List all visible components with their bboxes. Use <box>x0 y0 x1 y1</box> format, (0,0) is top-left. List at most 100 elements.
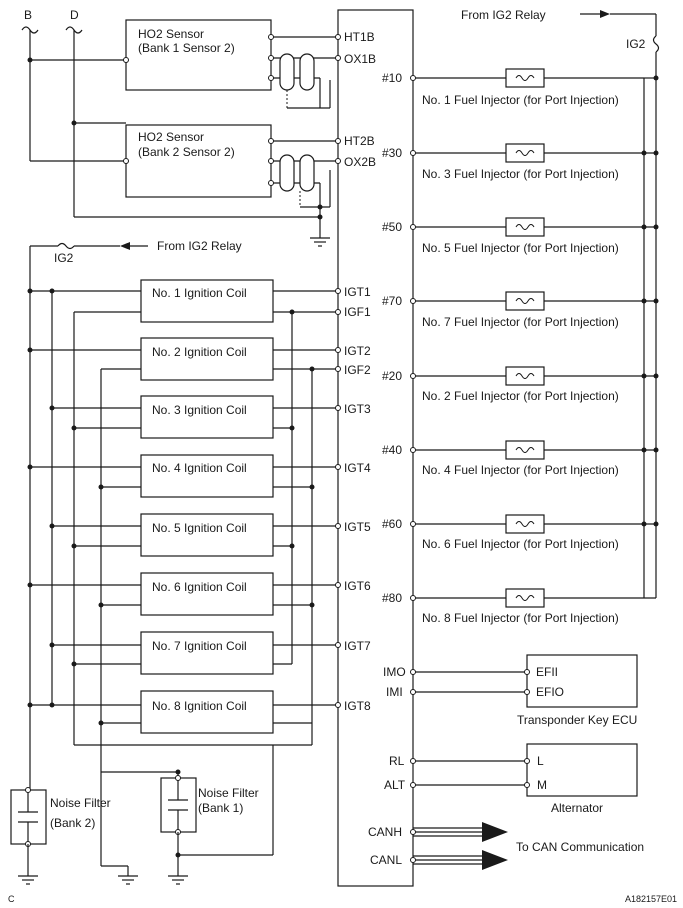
pin-ox1b: OX1B <box>344 52 376 66</box>
ignition-coil-7 <box>49 631 338 675</box>
pin-igt1: IGT1 <box>344 285 371 299</box>
label-d: D <box>70 8 79 22</box>
transponder-title: Transponder Key ECU <box>517 713 637 727</box>
ignition-coil-5 <box>49 513 338 557</box>
coil-label-7: No. 7 Ignition Coil <box>152 639 247 653</box>
pin-inj-40: #40 <box>382 443 402 457</box>
ignition-coil-8 <box>27 690 338 734</box>
pin-inj-10: #10 <box>382 71 402 85</box>
alternator-pin-l: L <box>537 754 544 768</box>
pin-imi: IMI <box>386 685 403 699</box>
junction-dot <box>175 852 181 858</box>
ignition-coil-1 <box>27 279 338 323</box>
ho2-sensor-bank1-title: HO2 Sensor <box>138 27 204 41</box>
injector-row-4 <box>413 440 659 460</box>
injector-label-4: No. 4 Fuel Injector (for Port Injection) <box>422 463 619 477</box>
injector-row-5 <box>413 217 659 237</box>
ho2-sensor-bank2-sub: (Bank 2 Sensor 2) <box>138 145 235 159</box>
junction-dot <box>317 204 323 210</box>
pin-inj-20: #20 <box>382 369 402 383</box>
pin-ht1b: HT1B <box>344 30 375 44</box>
arrow-right-icon <box>600 10 610 18</box>
can-l-bus <box>413 850 508 870</box>
transponder-pin-efio: EFIO <box>536 685 564 699</box>
injector-label-8: No. 8 Fuel Injector (for Port Injection) <box>422 611 619 625</box>
coil-label-5: No. 5 Ignition Coil <box>152 521 247 535</box>
pin-rl: RL <box>389 754 405 768</box>
shield-left <box>279 53 295 91</box>
label-b: B <box>24 8 32 22</box>
coil-label-2: No. 2 Ignition Coil <box>152 345 247 359</box>
ignition-coil-3 <box>49 395 338 439</box>
coil-label-8: No. 8 Ignition Coil <box>152 699 247 713</box>
injector-label-5: No. 5 Fuel Injector (for Port Injection) <box>422 241 619 255</box>
ho2-sensor-bank1-sub: (Bank 1 Sensor 2) <box>138 41 235 55</box>
pin-inj-70: #70 <box>382 294 402 308</box>
fuse-ig2-right <box>652 35 660 53</box>
coil-label-1: No. 1 Ignition Coil <box>152 286 247 300</box>
pin-igt4: IGT4 <box>344 461 371 475</box>
ecu-pin-markers <box>123 34 530 863</box>
ignition-coil-4 <box>27 454 338 498</box>
footer-left: C <box>8 894 15 904</box>
pin-inj-60: #60 <box>382 517 402 531</box>
footer-right: A182157E01 <box>625 894 677 904</box>
ho2-sensor-bank1 <box>125 19 272 91</box>
fuse-ig2-left <box>57 242 75 250</box>
injector-label-7: No. 7 Fuel Injector (for Port Injection) <box>422 315 619 329</box>
pin-canh: CANH <box>368 825 402 839</box>
ground-symbol <box>168 875 188 885</box>
coil-label-4: No. 4 Ignition Coil <box>152 461 247 475</box>
injector-label-3: No. 3 Fuel Injector (for Port Injection) <box>422 167 619 181</box>
injector-row-8 <box>413 588 656 608</box>
from-ig2-relay-right: From IG2 Relay <box>461 8 546 22</box>
can-h-bus <box>413 822 508 842</box>
alternator-title: Alternator <box>551 801 603 815</box>
pin-igt6: IGT6 <box>344 579 371 593</box>
noise-filter-bank1-sub: (Bank 1) <box>198 801 243 815</box>
transponder-pin-efii: EFII <box>536 665 558 679</box>
noise-filter-bank2-sub: (Bank 2) <box>50 816 95 830</box>
can-label: To CAN Communication <box>516 840 644 854</box>
injector-row-3 <box>413 143 659 163</box>
injector-row-7 <box>413 291 659 311</box>
pin-alt: ALT <box>384 778 406 792</box>
shield-right <box>299 53 315 91</box>
ground-symbol <box>101 865 138 885</box>
pin-igt2: IGT2 <box>344 344 371 358</box>
ho2-sensor-bank2 <box>125 124 272 198</box>
arrow-left-icon <box>120 242 130 250</box>
alternator <box>526 743 638 797</box>
pin-ox2b: OX2B <box>344 155 376 169</box>
ignition-coil-2 <box>27 337 338 381</box>
ig2-label-right: IG2 <box>626 37 646 51</box>
pin-igt7: IGT7 <box>344 639 371 653</box>
injector-label-2: No. 2 Fuel Injector (for Port Injection) <box>422 389 619 403</box>
pin-canl: CANL <box>370 853 402 867</box>
pin-igt8: IGT8 <box>344 699 371 713</box>
ig2-label-left: IG2 <box>54 251 74 265</box>
pin-ht2b: HT2B <box>344 134 375 148</box>
pin-igf1: IGF1 <box>344 305 371 319</box>
coil-label-6: No. 6 Ignition Coil <box>152 580 247 594</box>
pin-igt3: IGT3 <box>344 402 371 416</box>
coil-label-3: No. 3 Ignition Coil <box>152 403 247 417</box>
noise-filter-bank1-title: Noise Filter <box>198 786 259 800</box>
ho2-sensor-bank2-title: HO2 Sensor <box>138 130 204 144</box>
transponder-key-ecu <box>526 654 638 708</box>
engine-ecu-body <box>337 9 414 887</box>
noise-filter-bank2 <box>10 787 47 876</box>
noise-filter-bank2-title: Noise Filter <box>50 796 111 810</box>
pin-imo: IMO <box>383 665 406 679</box>
injector-label-1: No. 1 Fuel Injector (for Port Injection) <box>422 93 619 107</box>
ignition-coil-6 <box>27 572 338 616</box>
pin-inj-30: #30 <box>382 146 402 160</box>
pin-inj-80: #80 <box>382 591 402 605</box>
junction-dot <box>317 214 323 220</box>
shield-left <box>279 154 295 192</box>
from-ig2-relay-left: From IG2 Relay <box>157 239 242 253</box>
ground-symbol <box>18 875 38 885</box>
pin-inj-50: #50 <box>382 220 402 234</box>
injector-row-6 <box>413 514 659 534</box>
